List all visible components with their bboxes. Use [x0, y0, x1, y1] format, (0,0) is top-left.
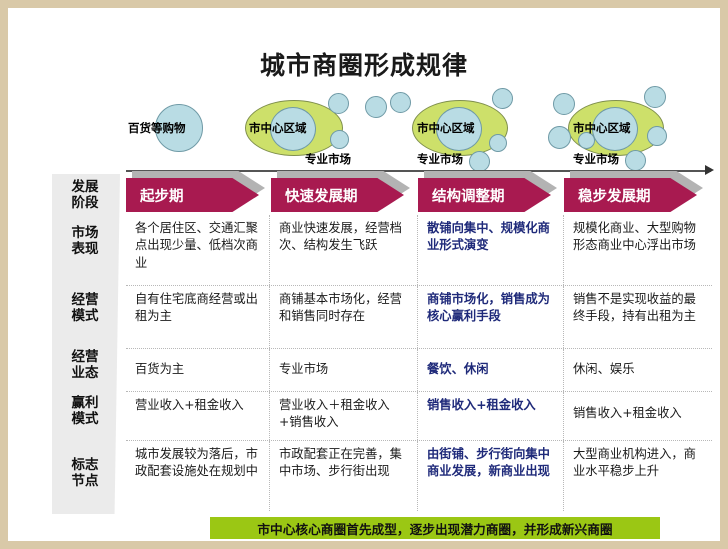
comparison-table: 各个居住区、交通汇聚点出现少量、低档次商业 商业快速发展，经营档次、结构发生飞跃…: [126, 215, 712, 511]
chevron-shape: [271, 178, 404, 212]
summary-banner: 市中心核心商圈首先成型，逐步出现潜力商圈，并形成新兴商圈: [210, 517, 660, 539]
chevron-shape: [418, 178, 551, 212]
table-cell: 销售收入+租金收入: [573, 406, 682, 420]
row-label-market-performance: 市场 表现: [52, 225, 118, 258]
row-label-line1: 标志: [71, 457, 99, 473]
table-cell: 规模化商业、大型购物形态商业中心浮出市场: [573, 221, 696, 253]
core-circle: [592, 107, 638, 151]
row-label-line1: 赢利: [71, 395, 99, 411]
table-cell: 营业收入＋租金收入+销售收入: [270, 392, 418, 440]
satellite-circle: [644, 86, 666, 108]
core-circle: [270, 107, 316, 151]
row-label-line2: 模式: [71, 307, 99, 324]
row-label-line2: 节点: [71, 472, 99, 489]
table-cell: 城市发展较为落后，市政配套设施处在规划中: [126, 441, 270, 511]
row-label-rail: [52, 174, 120, 514]
row-label-line1: 经营: [71, 349, 99, 365]
row-label-operation-mode: 经营 模式: [52, 292, 118, 325]
table-cell: 市政配套正在完善，集中市场、步行街出现: [270, 441, 418, 511]
phase-chevron-4[interactable]: 稳步发展期: [564, 171, 703, 212]
phase-label: 稳步发展期: [578, 188, 651, 205]
table-cell: 各个居住区、交通汇聚点出现少量、低档次商业: [126, 215, 270, 285]
table-cell: 百货为主: [126, 349, 270, 391]
row-label-line1: 经营: [71, 292, 99, 308]
table-row: 百货为主 专业市场 餐饮、休闲 休闲、娱乐: [126, 349, 712, 392]
phase-chevron-3[interactable]: 结构调整期: [418, 171, 557, 212]
table-cell: 餐饮、休闲: [418, 349, 564, 391]
satellite-circle: [548, 126, 571, 149]
table-cell: 商铺基本市场化，经营和销售同时存在: [270, 286, 418, 348]
row-label-profit-mode: 赢利 模式: [52, 395, 118, 428]
page-title: 城市商圈形成规律: [259, 51, 468, 80]
cluster-4-core-label: 市中心区域: [573, 121, 631, 135]
row-label-line2: 业态: [71, 364, 99, 381]
phase-label: 结构调整期: [432, 188, 505, 205]
table-cell: 专业市场: [270, 349, 418, 391]
core-circle: [155, 104, 203, 152]
table-row: 营业收入+租金收入 营业收入＋租金收入+销售收入 销售收入+租金收入 销售收入+…: [126, 392, 712, 441]
table-cell: 由街铺、步行街向集中商业发展，新商业出现: [418, 441, 564, 511]
satellite-circle: [553, 93, 575, 115]
cluster-3-sub-label: 专业市场: [417, 152, 463, 166]
row-label-development-stage: 发展 阶段: [52, 179, 118, 212]
satellite-circle: [625, 150, 646, 171]
satellite-circle: [492, 88, 513, 109]
table-cell: 商铺市场化，销售成为核心赢利手段: [418, 286, 564, 348]
satellite-circle: [365, 96, 387, 118]
row-label-line1: 市场: [71, 225, 99, 241]
chevron-shape: [564, 178, 697, 212]
table-cell: 大型商业机构进入，商业水平稳步上升: [573, 447, 696, 479]
cluster-1-sub-label: 百货等购物: [128, 121, 186, 135]
timeline-arrowhead-icon: [705, 165, 714, 175]
row-label-line1: 发展: [71, 179, 99, 195]
satellite-circle: [330, 130, 349, 149]
row-label-line2: 表现: [71, 240, 99, 257]
table-cell: 休闲、娱乐: [573, 362, 635, 376]
cluster-2-sub-label: 专业市场: [305, 152, 351, 166]
row-label-line2: 阶段: [71, 194, 99, 211]
row-label-line2: 模式: [71, 410, 99, 427]
table-row: 自有住宅底商经营或出租为主 商铺基本市场化，经营和销售同时存在 商铺市场化，销售…: [126, 286, 712, 349]
phase-label: 起步期: [140, 188, 184, 205]
phase-chevron-2[interactable]: 快速发展期: [271, 171, 410, 212]
phase-chevron-1[interactable]: 起步期: [126, 171, 265, 212]
table-cell: 散铺向集中、规模化商业形式演变: [418, 215, 564, 285]
table-cell: 营业收入+租金收入: [126, 392, 270, 440]
cluster-4-sub-label: 专业市场: [573, 152, 619, 166]
table-cell: 销售收入+租金收入: [418, 392, 564, 440]
row-label-milestone: 标志 节点: [52, 457, 118, 490]
satellite-circle: [469, 151, 490, 172]
satellite-circle: [390, 92, 411, 113]
satellite-circle: [328, 93, 349, 114]
cluster-3-core-label: 市中心区域: [417, 121, 475, 135]
satellite-circle: [647, 126, 667, 146]
satellite-circle: [578, 132, 595, 149]
slide-canvas: 城市商圈形成规律 百货等购物 市中心区域 专业市场 市中心区域 专业市场 市中心…: [8, 8, 720, 541]
table-cell: 商业快速发展，经营档次、结构发生飞跃: [270, 215, 418, 285]
chevron-shape: [126, 178, 259, 212]
satellite-circle: [489, 134, 507, 152]
table-cell: 自有住宅底商经营或出租为主: [126, 286, 270, 348]
table-row: 各个居住区、交通汇聚点出现少量、低档次商业 商业快速发展，经营档次、结构发生飞跃…: [126, 215, 712, 286]
row-label-business-format: 经营 业态: [52, 349, 118, 382]
table-cell: 销售不是实现收益的最终手段，持有出租为主: [573, 292, 696, 324]
table-row: 城市发展较为落后，市政配套设施处在规划中 市政配套正在完善，集中市场、步行街出现…: [126, 441, 712, 511]
core-circle: [436, 107, 482, 151]
cluster-2-core-label: 市中心区域: [249, 121, 307, 135]
timeline-axis: [126, 170, 711, 172]
phase-label: 快速发展期: [285, 188, 358, 205]
